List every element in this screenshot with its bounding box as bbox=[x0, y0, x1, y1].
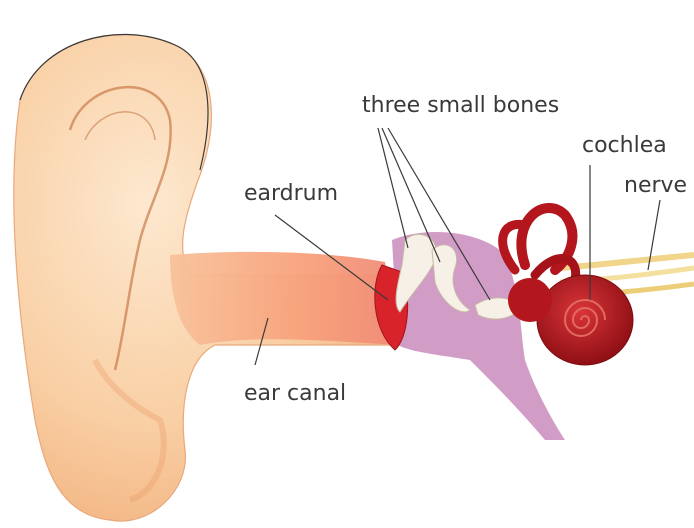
label-eardrum: eardrum bbox=[244, 181, 338, 206]
cochlea-shape bbox=[508, 275, 633, 365]
leader-bones-1 bbox=[378, 128, 408, 248]
ear-canal-shape bbox=[170, 252, 398, 345]
label-nerve: nerve bbox=[624, 173, 687, 198]
label-three-small-bones: three small bones bbox=[362, 93, 559, 118]
label-cochlea: cochlea bbox=[582, 133, 667, 158]
nerve-strand-1 bbox=[560, 255, 694, 268]
label-ear-canal: ear canal bbox=[244, 381, 346, 406]
